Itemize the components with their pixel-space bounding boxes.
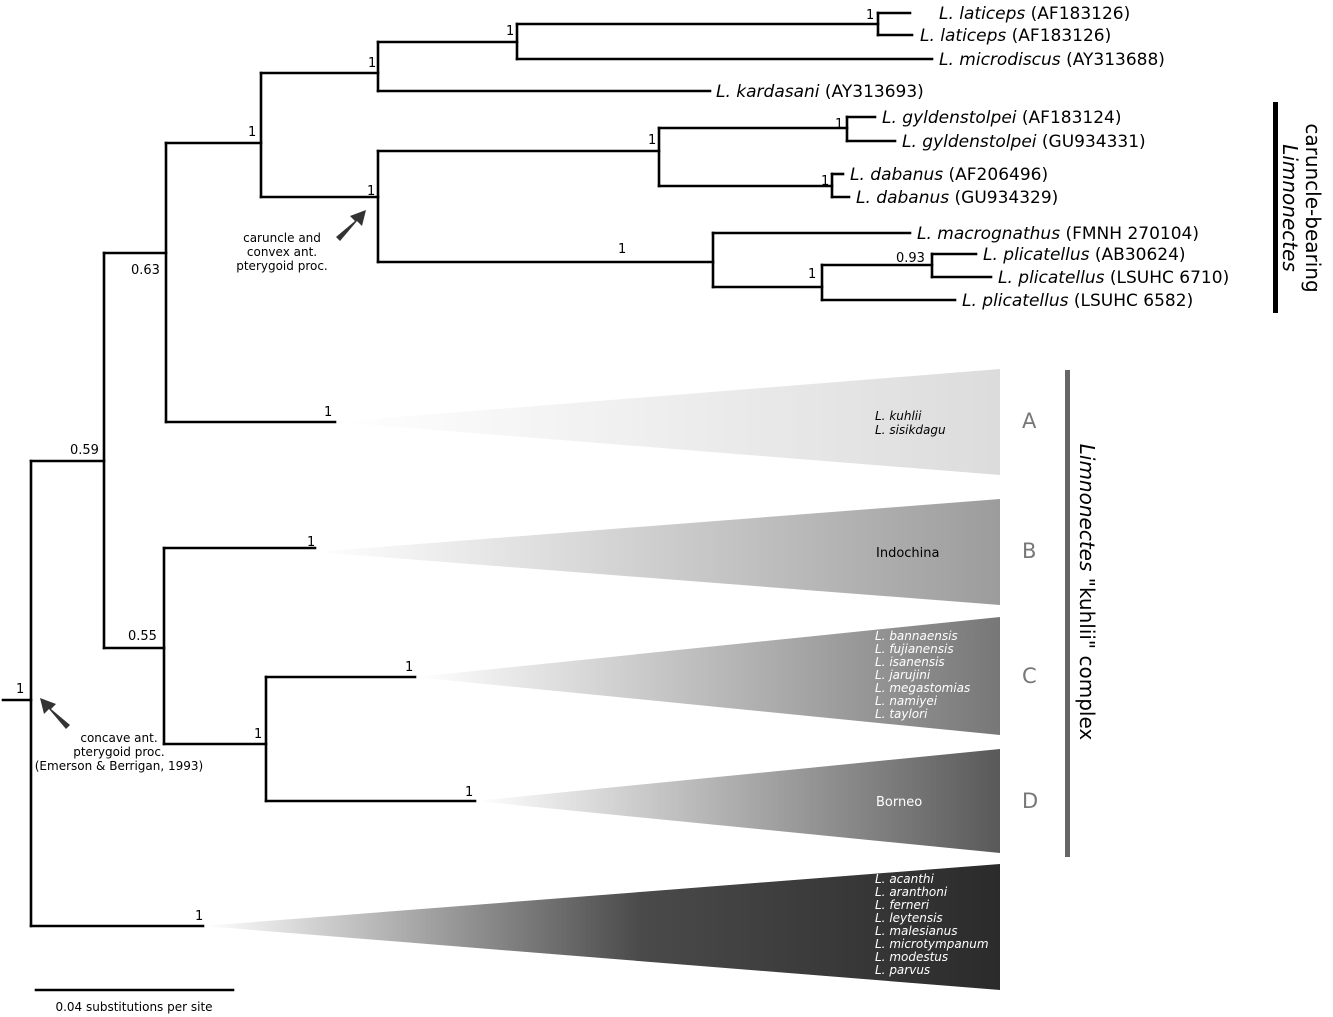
clade-d-triangle: [475, 749, 1000, 853]
support-gyld: 1: [835, 117, 843, 132]
clade-c-taxa: L. bannaensis L. fujianensis L. isanensi…: [875, 629, 970, 721]
support-top3: 1: [506, 24, 514, 39]
clade-a-taxa: L. kuhlii L. sisikdagu: [875, 409, 946, 437]
clade-a-triangle: [335, 369, 1000, 475]
tip-label: L. microdiscus (AY313688): [939, 50, 1165, 70]
clade-e-triangle: [203, 864, 1000, 990]
svg-text:caruncle and: caruncle and: [243, 231, 321, 245]
tip-label: L. laticeps (AF183126): [939, 4, 1130, 24]
svg-text:convex ant.: convex ant.: [247, 245, 317, 259]
svg-text:(Emerson & Berrigan, 1993): (Emerson & Berrigan, 1993): [35, 759, 204, 773]
tip-label: L. plicatellus (LSUHC 6710): [998, 268, 1229, 288]
clade-e-taxa: L. acanthi L. aranthoni L. ferneri L. le…: [875, 872, 989, 977]
clade-d-region: Borneo: [876, 795, 922, 810]
clade-taxon: L. ferneri: [875, 898, 930, 912]
clade-taxon: L. leytensis: [875, 911, 943, 925]
support-clade-b: 1: [307, 535, 315, 550]
tip-label: L. laticeps (AF183126): [920, 26, 1111, 46]
support-macro-plic: 1: [618, 242, 626, 257]
tip-label: L. kardasani (AY313693): [716, 82, 924, 102]
arrow-up-right-icon: [336, 210, 366, 241]
clade-taxon: L. namiyei: [875, 694, 938, 708]
caruncle-group-bar: [1273, 102, 1278, 313]
support-clade-a: 1: [324, 405, 332, 420]
clade-b-region: Indochina: [876, 546, 939, 561]
support-caruncle: 1: [367, 184, 375, 199]
caruncle-annotation: caruncle and convex ant. pterygoid proc.: [236, 231, 328, 273]
support-063: 0.63: [131, 263, 160, 278]
clade-taxon: L. taylori: [875, 707, 928, 721]
clade-taxon: L. megastomias: [875, 681, 970, 695]
clade-b-triangle: [315, 499, 1000, 605]
clade-taxon: L. parvus: [875, 963, 930, 977]
support-clade-e: 1: [195, 909, 203, 924]
clade-letter-c: C: [1022, 664, 1037, 688]
support-059: 0.59: [70, 443, 99, 458]
clade-taxon: L. modestus: [875, 950, 948, 964]
tip-label: L. gyldenstolpei (GU934331): [902, 132, 1146, 152]
support-dab: 1: [821, 174, 829, 189]
clade-taxon: L. bannaensis: [875, 629, 958, 643]
arrow-up-left-icon: [40, 698, 70, 729]
support-top2: 1: [368, 56, 376, 71]
limnonectes-label: Limnonectes: [1278, 144, 1302, 272]
tree-branches: [1, 11, 993, 928]
support-055: 0.55: [128, 629, 157, 644]
tip-label: L. plicatellus (AB30624): [983, 245, 1186, 265]
support-gyld-dab: 1: [648, 133, 656, 148]
clade-taxon: L. fujianensis: [875, 642, 954, 656]
support-clade-c: 1: [405, 660, 413, 675]
clade-letter-a: A: [1022, 409, 1037, 433]
clade-letter-b: B: [1022, 539, 1036, 563]
tip-labels: L. laticeps (AF183126) L. laticeps (AF18…: [716, 4, 1229, 311]
svg-text:concave ant.: concave ant.: [80, 731, 157, 745]
support-clade-d: 1: [465, 785, 473, 800]
tip-label: L. plicatellus (LSUHC 6582): [962, 291, 1193, 311]
tip-label: L. gyldenstolpei (AF183124): [882, 108, 1121, 128]
support-plic-093: 0.93: [896, 251, 925, 266]
clade-letter-d: D: [1022, 789, 1038, 813]
support-plic: 1: [808, 267, 816, 282]
clade-taxon: L. aranthoni: [875, 885, 948, 899]
clade-taxon: L. kuhlii: [875, 409, 922, 423]
clade-taxon: L. isanensis: [875, 655, 945, 669]
support-root: 1: [16, 682, 24, 697]
kuhlii-complex-bar: [1065, 370, 1070, 857]
concave-annotation: concave ant. pterygoid proc. (Emerson & …: [35, 731, 204, 773]
clade-taxon: L. malesianus: [875, 924, 957, 938]
support-clade-cd: 1: [254, 727, 262, 742]
clade-taxon: L. jarujini: [875, 668, 931, 682]
tip-label: L. dabanus (AF206496): [850, 165, 1048, 185]
clade-c-triangle: [415, 617, 1000, 735]
clade-taxon: L. microtympanum: [875, 937, 989, 951]
clade-taxon: L. sisikdagu: [875, 423, 946, 437]
caruncle-bearing-label: caruncle-bearing: [1301, 123, 1325, 292]
kuhlii-complex-label: Limnonectes "kuhlii" complex: [1075, 444, 1099, 741]
tip-label: L. dabanus (GU934329): [856, 188, 1058, 208]
scale-bar-label: 0.04 substitutions per site: [55, 1000, 212, 1014]
tip-label: L. macrognathus (FMNH 270104): [917, 224, 1199, 244]
svg-text:pterygoid proc.: pterygoid proc.: [73, 745, 165, 759]
clade-taxon: L. acanthi: [875, 872, 935, 886]
support-top1: 1: [248, 125, 256, 140]
svg-text:pterygoid proc.: pterygoid proc.: [236, 259, 328, 273]
support-laticeps: 1: [866, 8, 874, 23]
